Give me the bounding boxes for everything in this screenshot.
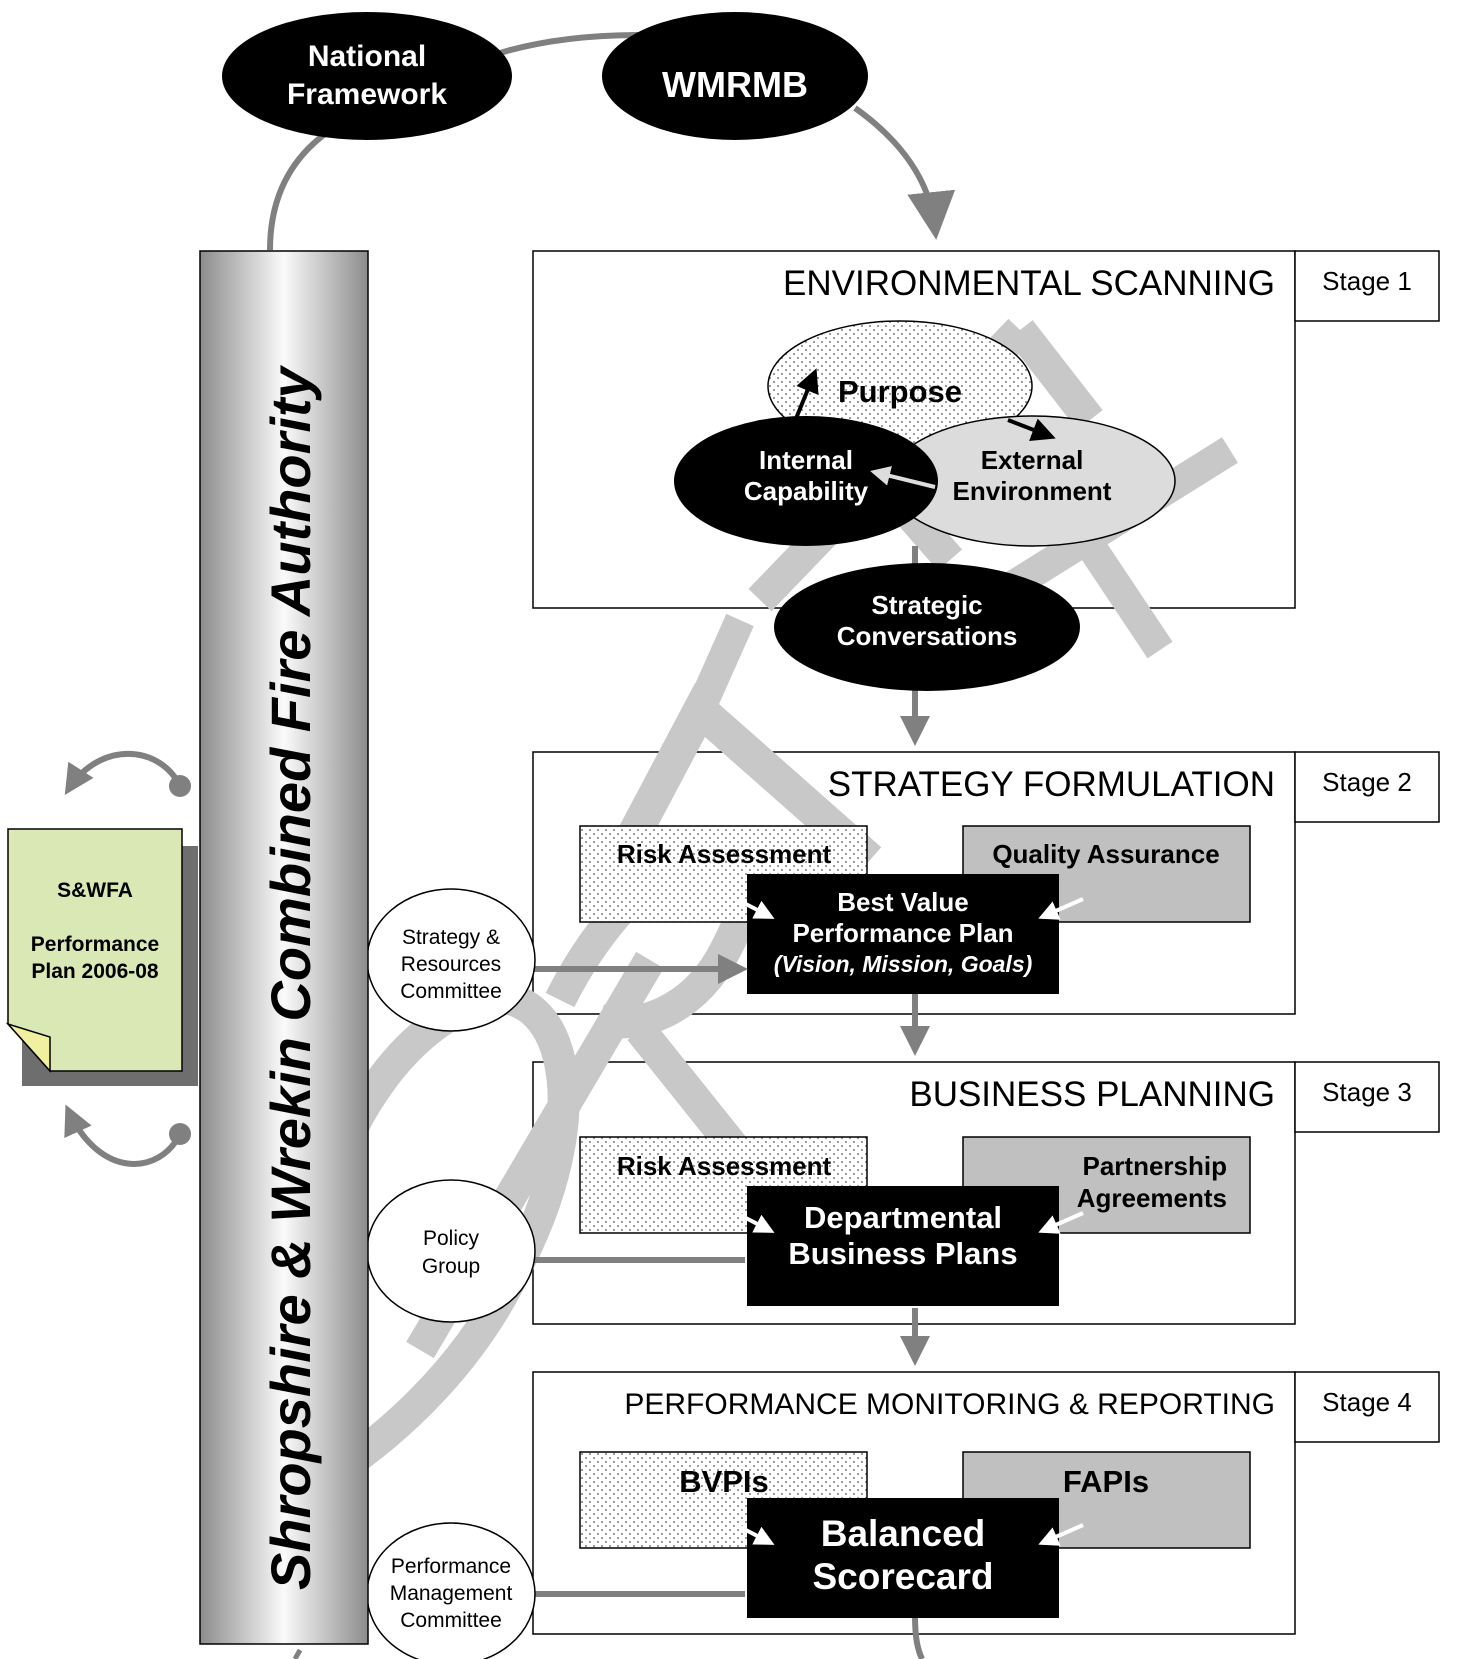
stage3-title: BUSINESS PLANNING	[909, 1075, 1275, 1114]
strategic-conversations-node: Strategic Conversations	[774, 563, 1080, 691]
policy-group-line1: Policy	[423, 1227, 480, 1250]
fapis-label: FAPIs	[1063, 1464, 1149, 1499]
bvpis-label: BVPIs	[679, 1464, 769, 1499]
doc-bottom-circular-arrow	[64, 1104, 183, 1167]
internal-capability-node: Internal Capability	[674, 416, 938, 546]
departmental-line2: Business Plans	[788, 1236, 1017, 1271]
stage2-quality-label: Quality Assurance	[992, 839, 1219, 869]
policy-group-line2: Group	[422, 1255, 480, 1278]
bvpis-to-scorecard-arrow	[739, 1525, 775, 1545]
wmrmb-node: WMRMB	[602, 12, 868, 140]
stage2-label: Stage 2	[1322, 767, 1412, 797]
performance-management-committee-node: Performance Management Committee	[366, 1522, 536, 1659]
scorecard-line1: Balanced	[821, 1513, 986, 1554]
stage4-tab	[1294, 1371, 1440, 1443]
fapis-to-scorecard-arrow	[1038, 1523, 1084, 1546]
stage2-risk-label: Risk Assessment	[617, 839, 832, 869]
external-to-internal-arrow	[870, 466, 936, 489]
performance-plan-document: S&WFA Performance Plan 2006-08	[5, 828, 198, 1086]
national-framework-node: National Framework	[222, 12, 512, 140]
external-line1: External	[981, 445, 1084, 475]
wmrmb-to-stage1-arrow	[853, 105, 956, 240]
performance-committee-line2: Management	[390, 1582, 513, 1605]
policy-group-node: Policy Group	[366, 1179, 536, 1323]
internal-line1: Internal	[759, 445, 853, 475]
stage3-label: Stage 3	[1322, 1077, 1412, 1107]
internal-to-purpose-arrow	[793, 368, 819, 422]
purpose-to-external-arrow	[1007, 418, 1056, 441]
internal-line2: Capability	[744, 476, 869, 506]
balanced-scorecard-box	[747, 1498, 1059, 1618]
conversations-line1: Strategic	[871, 590, 982, 620]
stage3-partnership-to-plan-arrow	[1038, 1211, 1084, 1234]
scorecard-line2: Scorecard	[813, 1556, 994, 1597]
purpose-label: Purpose	[838, 374, 962, 409]
bar-bottom-arrow	[292, 1648, 303, 1659]
stage2-tab	[1294, 751, 1440, 823]
stage1-title: ENVIRONMENTAL SCANNING	[783, 264, 1275, 303]
performance-committee-line1: Performance	[391, 1555, 511, 1578]
doc-top-circular-arrow	[64, 751, 183, 796]
authority-label: Shropshire & Wrekin Combined Fire Author…	[259, 364, 322, 1590]
doc-top-arrow-knob	[169, 775, 191, 797]
best-value-line2: Performance Plan	[792, 918, 1013, 948]
strategy-resources-committee-node: Strategy & Resources Committee	[366, 888, 536, 1032]
stage3-risk-label: Risk Assessment	[617, 1151, 832, 1181]
performance-committee-line3: Committee	[400, 1609, 502, 1632]
stage1-label: Stage 1	[1322, 266, 1412, 296]
stage2-risk-to-plan-arrow	[739, 899, 775, 919]
stage4-title: PERFORMANCE MONITORING & REPORTING	[624, 1388, 1275, 1421]
departmental-plans-box	[747, 1186, 1059, 1306]
stage2-quality-to-plan-arrow	[1038, 897, 1084, 920]
doc-bottom-arrow-knob	[169, 1123, 191, 1145]
departmental-line1: Departmental	[804, 1200, 1002, 1235]
strategy-committee-line2: Resources	[401, 953, 501, 976]
best-value-line1: Best Value	[837, 887, 969, 917]
wmrmb-label: WMRMB	[662, 64, 808, 105]
stage3-partnership-line1: Partnership	[1083, 1151, 1228, 1181]
authority-bar: Shropshire & Wrekin Combined Fire Author…	[199, 250, 369, 1645]
stage3-partnership-line2: Agreements	[1077, 1183, 1227, 1213]
stage4-label: Stage 4	[1322, 1387, 1412, 1417]
stage4-exit-line	[912, 1614, 925, 1659]
strategy-committee-line3: Committee	[400, 980, 502, 1003]
doc-line3: Plan 2006-08	[31, 960, 159, 983]
conversations-line2: Conversations	[837, 621, 1018, 651]
stage2-title: STRATEGY FORMULATION	[828, 765, 1275, 804]
best-value-plan-box	[747, 874, 1059, 994]
national-framework-line1: National	[308, 40, 426, 73]
doc-line2: Performance	[31, 933, 159, 956]
external-line2: Environment	[953, 476, 1112, 506]
stage1-tab	[1294, 250, 1440, 322]
best-value-line3: (Vision, Mission, Goals)	[774, 951, 1033, 977]
doc-line1: S&WFA	[57, 879, 133, 902]
strategy-committee-line1: Strategy &	[402, 926, 500, 949]
stage3-risk-to-plan-arrow	[739, 1213, 775, 1233]
stage3-tab	[1294, 1061, 1440, 1133]
external-environment-node: External Environment	[888, 415, 1176, 547]
national-framework-line2: Framework	[287, 78, 447, 111]
